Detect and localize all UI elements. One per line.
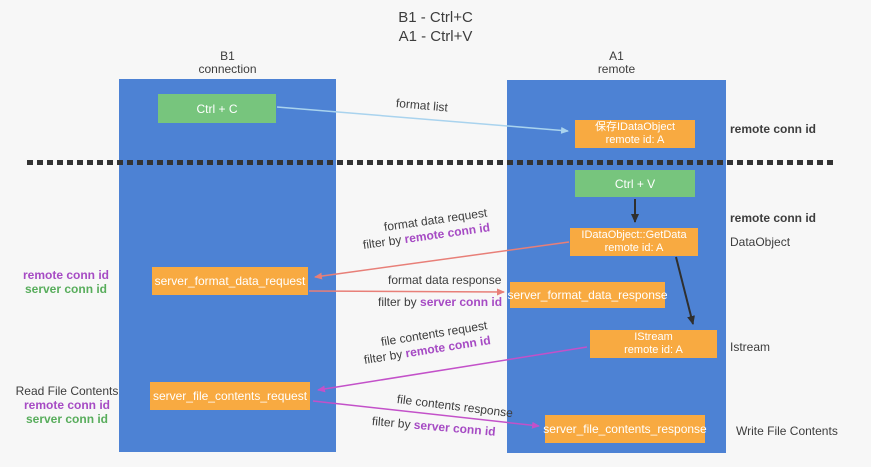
read-file-contents-label: Read File Contents bbox=[15, 384, 119, 398]
right-remote-conn-id-mid: remote conn id bbox=[730, 211, 817, 225]
format-data-response-filter: filter by server conn id bbox=[378, 295, 503, 309]
server-format-data-request-label: server_format_data_request bbox=[154, 274, 306, 288]
left-format-conn-ids: remote conn id server conn id bbox=[16, 268, 116, 296]
idataobject-getdata-box: IDataObject::GetData remote id: A bbox=[570, 228, 698, 256]
dashed-divider bbox=[27, 160, 835, 165]
dataobject-label: DataObject bbox=[730, 235, 791, 249]
lane-header-a1: A1 remote bbox=[507, 50, 726, 76]
ctrl-c-label: Ctrl + C bbox=[196, 101, 238, 116]
lane-a1-name: A1 bbox=[609, 49, 624, 63]
save-idataobject-line1: 保存IDataObject bbox=[594, 121, 676, 133]
file-contents-response-label: file contents response bbox=[396, 392, 514, 421]
format-list-label: format list bbox=[395, 96, 449, 115]
server-file-contents-request-label: server_file_contents_request bbox=[152, 389, 308, 403]
server-format-data-response-box: server_format_data_response bbox=[507, 282, 668, 308]
title-line-1: B1 - Ctrl+C bbox=[398, 9, 473, 26]
lane-a1-role: remote bbox=[597, 62, 636, 76]
ctrl-c-box: Ctrl + C bbox=[158, 94, 276, 123]
getdata-line1: IDataObject::GetData bbox=[581, 229, 687, 241]
write-file-contents-label: Write File Contents bbox=[736, 424, 838, 438]
left-format-remote-conn-id: remote conn id bbox=[22, 268, 109, 282]
server-format-data-request-box: server_format_data_request bbox=[152, 267, 308, 295]
istream-side-label: Istream bbox=[730, 340, 771, 354]
lane-header-b1: B1 connection bbox=[119, 50, 336, 76]
format-data-response-label: format data response bbox=[388, 273, 502, 287]
save-idataobject-line2: remote id: A bbox=[605, 134, 665, 146]
server-file-contents-request-box: server_file_contents_request bbox=[150, 382, 310, 410]
ctrl-v-box: Ctrl + V bbox=[575, 170, 695, 197]
diagram-title: B1 - Ctrl+C A1 - Ctrl+V bbox=[0, 8, 871, 46]
left-file-remote-conn-id: remote conn id bbox=[23, 398, 110, 412]
ctrl-v-label: Ctrl + V bbox=[614, 176, 656, 191]
istream-line1: IStream bbox=[634, 331, 673, 343]
left-file-server-conn-id: server conn id bbox=[25, 412, 109, 426]
left-format-server-conn-id: server conn id bbox=[24, 282, 108, 296]
file-contents-response-filter: filter by server conn id bbox=[371, 414, 497, 439]
server-file-contents-response-label: server_file_contents_response bbox=[543, 422, 707, 436]
lane-b1-role: connection bbox=[198, 62, 257, 76]
server-file-contents-response-box: server_file_contents_response bbox=[543, 415, 707, 443]
save-idataobject-box: 保存IDataObject remote id: A bbox=[575, 120, 695, 148]
title-line-2: A1 - Ctrl+V bbox=[398, 28, 473, 45]
lane-b1-name: B1 bbox=[220, 49, 235, 63]
format-data-response-arrow bbox=[308, 288, 505, 296]
getdata-line2: remote id: A bbox=[604, 242, 664, 254]
istream-box: IStream remote id: A bbox=[590, 330, 717, 358]
left-file-conn-ids: Read File Contents remote conn id server… bbox=[12, 384, 122, 426]
server-format-data-response-label: server_format_data_response bbox=[507, 288, 668, 302]
right-remote-conn-id-top: remote conn id bbox=[730, 122, 817, 136]
istream-line2: remote id: A bbox=[624, 344, 683, 356]
